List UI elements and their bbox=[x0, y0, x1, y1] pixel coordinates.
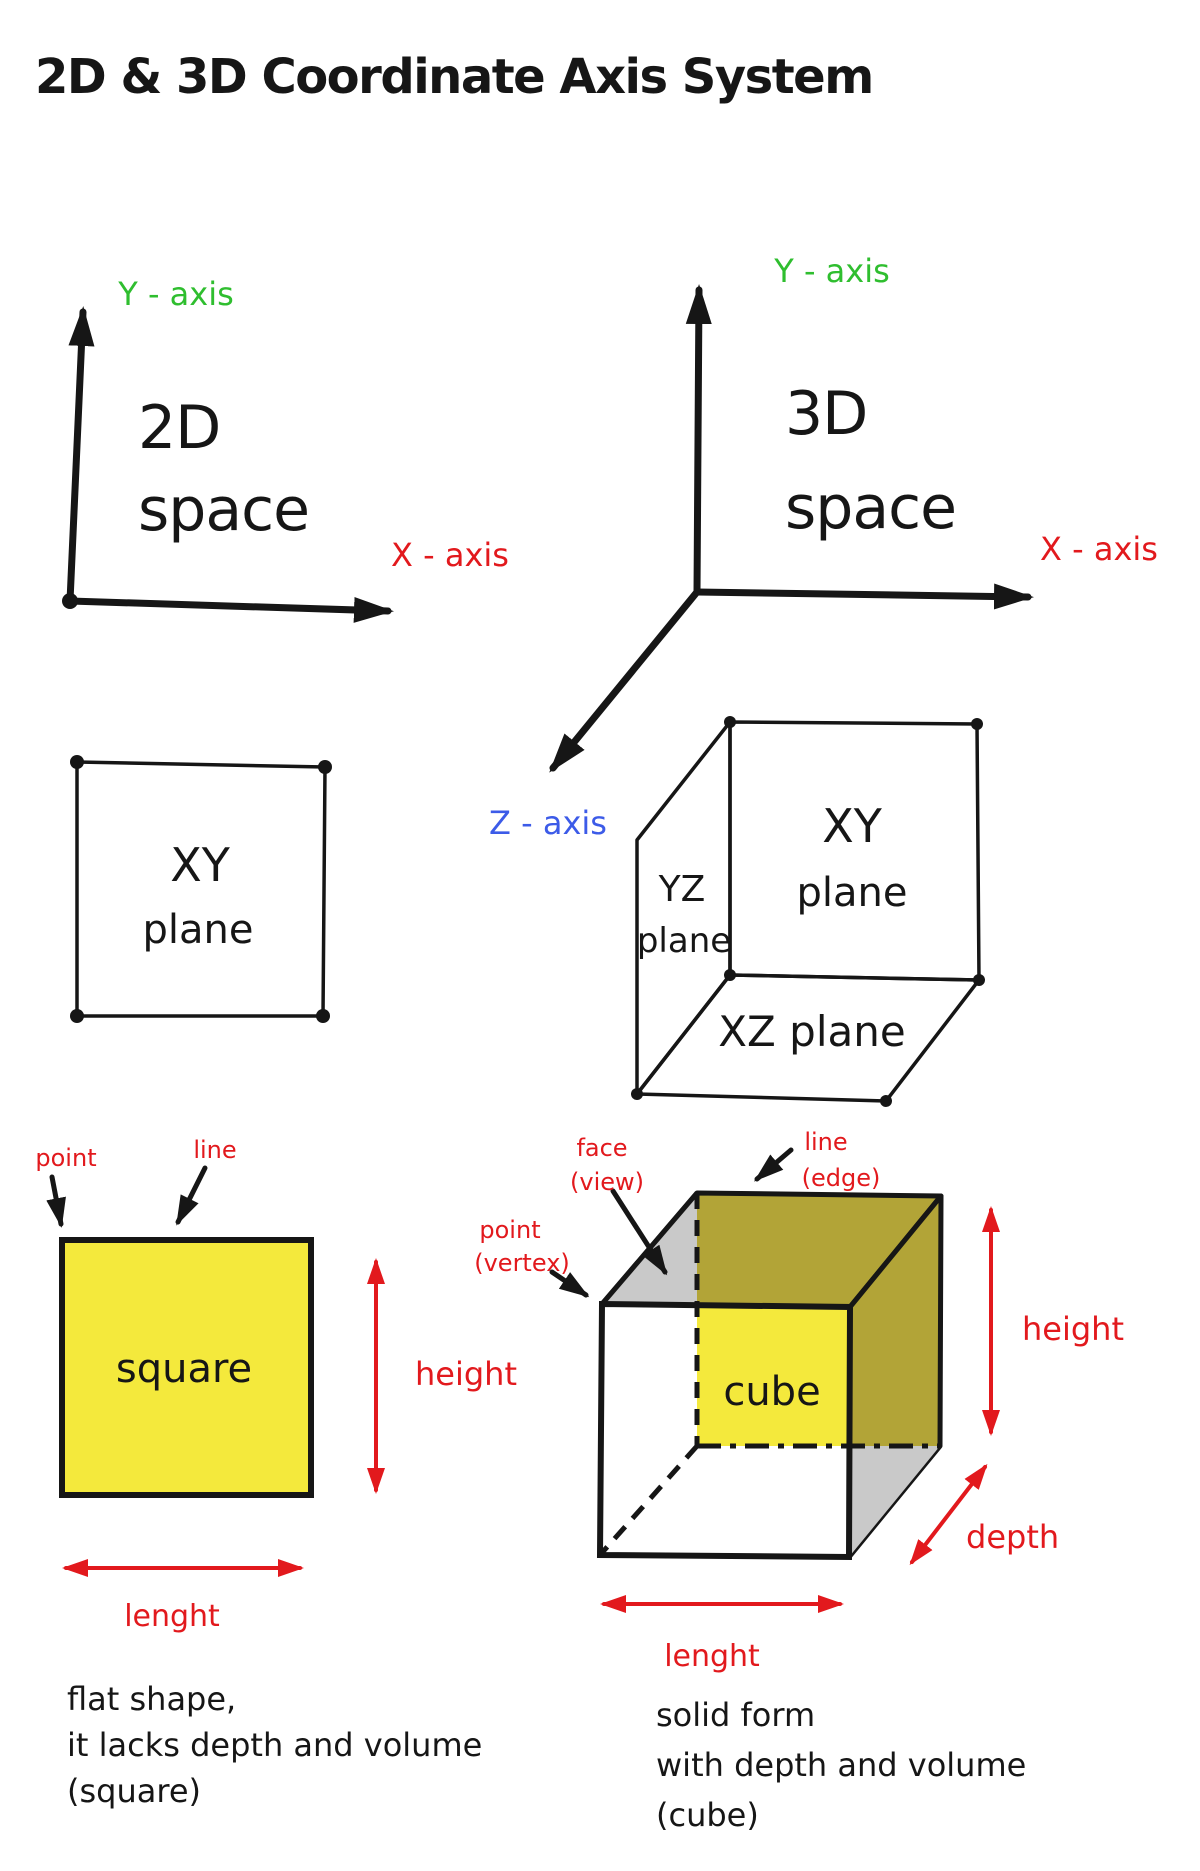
corner-dot bbox=[70, 755, 84, 769]
corner-dot bbox=[724, 969, 736, 981]
xy-plane-label-line2: plane bbox=[143, 907, 254, 953]
point-label: point bbox=[35, 1144, 96, 1172]
corner-dot bbox=[724, 716, 736, 728]
cube-length-label: lenght bbox=[664, 1639, 760, 1674]
y-axis-label-2d: Y - axis bbox=[117, 275, 234, 313]
square-label: square bbox=[116, 1346, 252, 1392]
vertex-arrow bbox=[549, 1269, 590, 1298]
caption-cube-line3: (cube) bbox=[656, 1796, 759, 1834]
cube-back-face bbox=[697, 1307, 850, 1446]
corner-dot bbox=[971, 718, 983, 730]
length-label: lenght bbox=[124, 1599, 220, 1634]
y-axis-label-3d: Y - axis bbox=[773, 252, 890, 290]
caption-cube-line1: solid form bbox=[656, 1696, 815, 1734]
height-label: height bbox=[415, 1355, 517, 1393]
corner-dot bbox=[880, 1095, 892, 1107]
x-axis-label-3d: X - axis bbox=[1040, 530, 1158, 568]
caption-square-line1: flat shape, bbox=[67, 1680, 236, 1718]
edge-label-line2: (edge) bbox=[802, 1164, 881, 1192]
xy-plane-figure: XY plane bbox=[70, 755, 332, 1023]
y-axis-line-2d bbox=[66, 306, 95, 605]
corner-dot bbox=[318, 760, 332, 774]
vertex-label-line1: point bbox=[479, 1216, 540, 1244]
cube-label: cube bbox=[723, 1369, 820, 1415]
cube-height-label: height bbox=[1022, 1310, 1124, 1348]
square-figure: square point line height lenght bbox=[35, 1136, 517, 1634]
line-arrow bbox=[175, 1165, 208, 1226]
face-label-line2: (view) bbox=[570, 1168, 644, 1196]
page-title: 2D & 3D Coordinate Axis System bbox=[35, 49, 873, 105]
cube-depth-label: depth bbox=[966, 1518, 1059, 1556]
heading-3d: 3D bbox=[785, 379, 867, 449]
section-3d-axes: Y - axis X - axis Z - axis 3D space bbox=[489, 252, 1158, 842]
origin-dot-2d bbox=[62, 593, 78, 609]
xy-plane-label-line1: XY bbox=[170, 838, 231, 892]
caption-square-line2: it lacks depth and volume bbox=[67, 1726, 482, 1764]
face-label-line1: face bbox=[576, 1134, 627, 1162]
yz-plane-label-line1: YZ bbox=[658, 869, 706, 910]
y-axis-line-3d bbox=[685, 284, 712, 596]
cube-depth-arrow bbox=[909, 1463, 988, 1566]
edge-arrow bbox=[753, 1147, 794, 1182]
yz-plane-label-line2: plane bbox=[637, 921, 731, 961]
face-arrow bbox=[610, 1188, 668, 1276]
corner-dot bbox=[973, 974, 985, 986]
line-label: line bbox=[193, 1136, 236, 1164]
x-axis-line-3d bbox=[693, 583, 1034, 610]
planes-3d-figure: XY plane YZ plane XZ plane bbox=[631, 716, 985, 1107]
section-2d-axes: Y - axis X - axis 2D space bbox=[62, 275, 509, 623]
xy-plane-3d-label-line2: plane bbox=[797, 870, 908, 916]
x-axis-label-2d: X - axis bbox=[391, 536, 509, 574]
square-shape bbox=[59, 1237, 314, 1498]
caption-square: flat shape, it lacks depth and volume (s… bbox=[67, 1680, 482, 1810]
heading-2d: 2D bbox=[138, 393, 220, 463]
z-axis-label-3d: Z - axis bbox=[489, 804, 607, 842]
caption-square-line3: (square) bbox=[67, 1772, 201, 1810]
z-axis-line-3d bbox=[549, 588, 701, 773]
xy-plane-3d-label-line1: XY bbox=[822, 799, 883, 853]
xz-plane-label: XZ plane bbox=[718, 1007, 905, 1056]
heading-3d-space: space bbox=[785, 473, 956, 543]
heading-2d-space: space bbox=[138, 475, 309, 545]
x-axis-line-2d bbox=[66, 596, 394, 623]
edge-label-line1: line bbox=[804, 1128, 847, 1156]
cube-front-face bbox=[596, 1300, 854, 1561]
cube-hidden-edge-diagonal bbox=[598, 1444, 699, 1557]
corner-dot bbox=[631, 1088, 643, 1100]
caption-cube: solid form with depth and volume (cube) bbox=[656, 1696, 1026, 1834]
point-arrow bbox=[46, 1174, 66, 1228]
corner-dot bbox=[316, 1009, 330, 1023]
cube-figure: cube face (view) line (edge) point (vert… bbox=[474, 1128, 1124, 1674]
corner-dot bbox=[70, 1009, 84, 1023]
vertex-label-line2: (vertex) bbox=[474, 1249, 570, 1277]
caption-cube-line2: with depth and volume bbox=[656, 1746, 1026, 1784]
